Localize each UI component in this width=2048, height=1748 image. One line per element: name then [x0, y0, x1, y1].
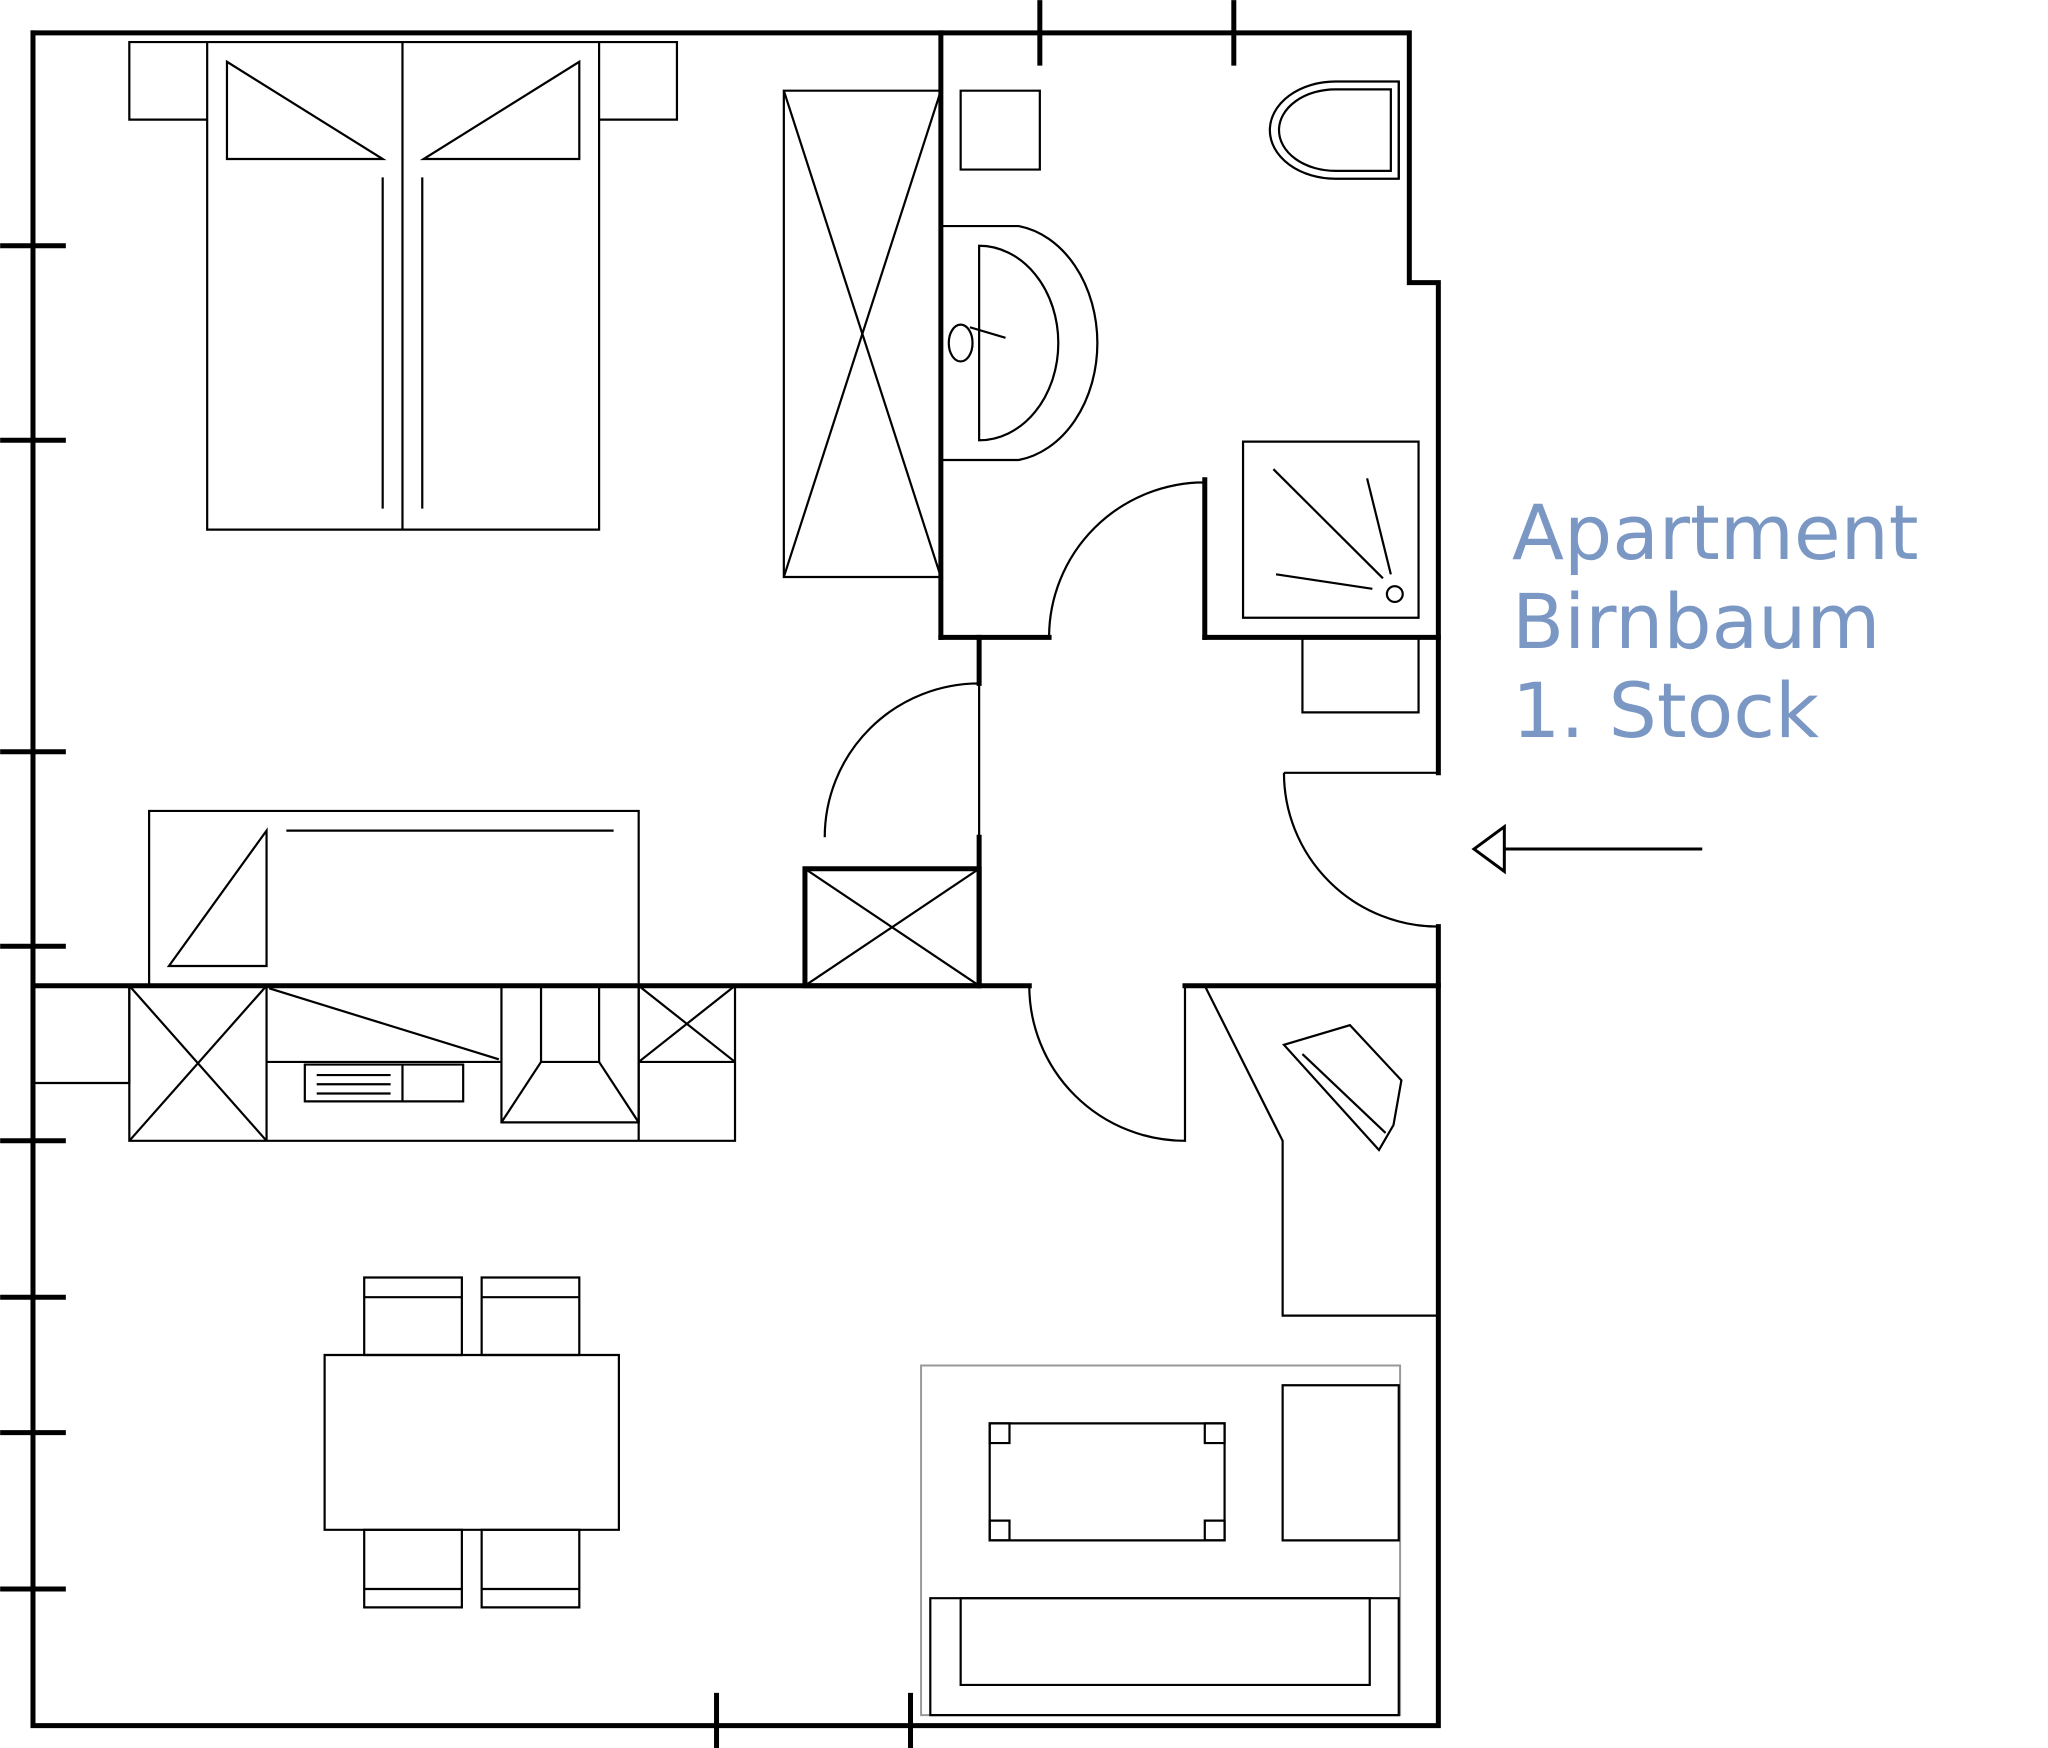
- dining-table: [325, 1355, 619, 1530]
- entrance-door: [1284, 773, 1438, 927]
- bedroom-door: [825, 683, 979, 837]
- sofa: [930, 1598, 1398, 1715]
- sofa-bed: [149, 811, 639, 986]
- bathroom-cabinet: [961, 91, 1040, 170]
- window-markers: [3, 3, 1234, 1748]
- exterior-walls: [33, 33, 1438, 1726]
- double-bed: [129, 42, 677, 530]
- bathroom-door: [1049, 480, 1205, 638]
- dining-chairs: [364, 1277, 579, 1607]
- hall-shelf: [1302, 637, 1418, 712]
- apartment-label: Apartment Birnbaum 1. Stock: [1512, 488, 1919, 755]
- corner-desk: [1205, 986, 1439, 1316]
- shower: [1243, 442, 1419, 618]
- label-line-1: Apartment: [1512, 488, 1919, 577]
- armchair: [1283, 1385, 1399, 1540]
- coffee-table: [990, 1423, 1225, 1540]
- label-line-3: 1. Stock: [1512, 666, 1820, 755]
- label-line-2: Birnbaum: [1512, 577, 1881, 666]
- tv: [1284, 1025, 1401, 1150]
- washbasin: [941, 226, 1097, 460]
- living-door: [1029, 986, 1185, 1141]
- doors: [825, 480, 1439, 1141]
- toilet: [1270, 81, 1399, 178]
- entrance-arrow-icon: [1474, 827, 1702, 872]
- wardrobe: [784, 91, 941, 577]
- kitchen-counter: [33, 869, 979, 1141]
